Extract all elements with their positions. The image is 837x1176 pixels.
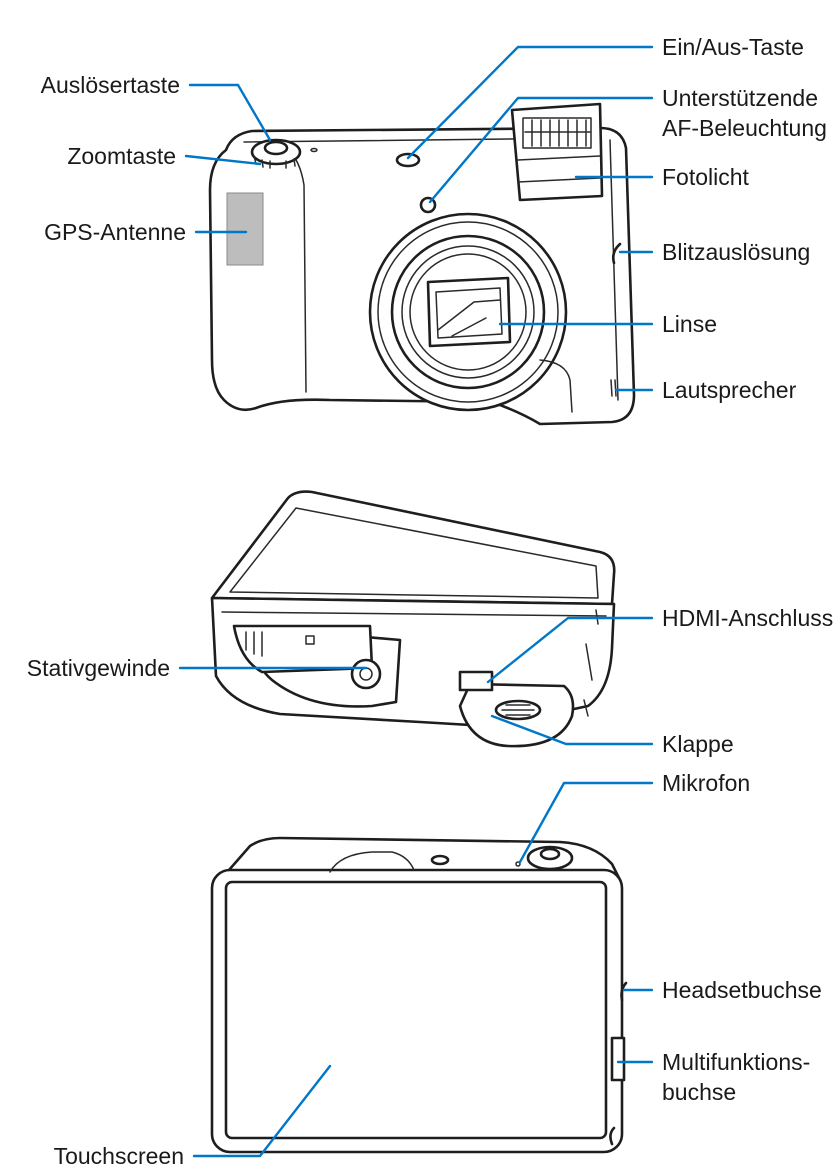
label-lautsprecher: Lautsprecher	[662, 377, 797, 403]
zoom-ring-ticks	[253, 155, 296, 169]
af-lamp-shape	[419, 196, 437, 214]
label-hdmi-anschluss: HDMI-Anschluss	[662, 605, 833, 631]
battery-cover-ridges	[245, 631, 263, 657]
label-ausloesertaste: Auslösertaste	[41, 72, 180, 98]
top-hole	[310, 147, 318, 153]
bottom-speaker-lines	[501, 704, 535, 716]
label-touchscreen: Touchscreen	[54, 1143, 184, 1169]
lens-shutter-blades	[435, 287, 503, 339]
speaker-slots	[610, 379, 617, 397]
flash-base	[517, 155, 601, 183]
leader-lines	[178, 45, 654, 1158]
back-view-shutter-top	[539, 847, 561, 861]
lens-shutter-window	[426, 276, 512, 348]
lens-ring-5	[409, 253, 527, 371]
camera-front-view	[208, 102, 636, 426]
lens-ring-2	[377, 221, 559, 403]
label-blitzausloesung: Blitzauslösung	[662, 239, 810, 265]
battery-cover-latch	[305, 635, 315, 645]
front-bottom-bump	[539, 359, 573, 413]
headset-jack-shape	[620, 981, 628, 1002]
power-button-shape	[395, 152, 421, 168]
flash-window	[522, 117, 592, 149]
bottom-view-screen	[229, 507, 599, 599]
right-side-edge	[609, 139, 619, 401]
back-view-top-hole	[430, 854, 450, 866]
shutter-button-shape	[250, 138, 302, 166]
touchscreen-shape	[224, 880, 608, 1140]
label-stativgewinde: Stativgewinde	[27, 655, 170, 681]
label-multifunktions-line2: buchse	[662, 1079, 736, 1105]
flash-release-shape	[611, 242, 622, 265]
microphone-shape	[515, 861, 521, 867]
flash-grid	[524, 119, 591, 147]
label-klappe: Klappe	[662, 731, 734, 757]
label-gps-antenne: GPS-Antenne	[44, 219, 186, 245]
label-mikrofon: Mikrofon	[662, 770, 750, 796]
camera-bottom-view	[210, 490, 616, 748]
lens-ring-3	[390, 234, 546, 390]
hdmi-port-shape	[458, 670, 494, 692]
leader-ein-aus	[406, 45, 654, 160]
label-multifunktions-line1: Multifunktions-	[662, 1049, 810, 1075]
camera-back-view	[210, 836, 628, 1154]
label-unterstuetzende-line2: AF-Beleuchtung	[662, 115, 827, 141]
leader-klappe	[490, 714, 654, 746]
shutter-button-top	[263, 140, 289, 156]
label-unterstuetzende-line1: Unterstützende	[662, 85, 818, 111]
leader-mikrofon	[518, 781, 654, 864]
bottom-view-edge	[221, 611, 607, 617]
label-linse: Linse	[662, 311, 717, 337]
label-headsetbuchse: Headsetbuchse	[662, 977, 822, 1003]
leader-touchscreen	[192, 1064, 332, 1158]
leader-unterstuetzende	[428, 96, 654, 204]
gps-antenna-area	[226, 192, 264, 266]
label-zoomtaste: Zoomtaste	[67, 143, 176, 169]
leader-ausloeser	[188, 83, 272, 142]
lens-ring-4	[401, 245, 535, 379]
label-fotolicht: Fotolicht	[662, 164, 750, 190]
tripod-socket-shape	[350, 658, 382, 690]
bottom-view-top-face	[210, 490, 616, 606]
multifunction-port-shape	[610, 1036, 626, 1082]
leader-zoom	[184, 154, 262, 166]
strap-loop	[609, 1126, 616, 1146]
labels: Ein/Aus-Taste Auslösertaste Unterstützen…	[27, 34, 833, 1169]
leader-hdmi	[486, 616, 654, 684]
label-ein-aus-taste: Ein/Aus-Taste	[662, 34, 804, 60]
back-view-lens-rim	[329, 851, 415, 873]
